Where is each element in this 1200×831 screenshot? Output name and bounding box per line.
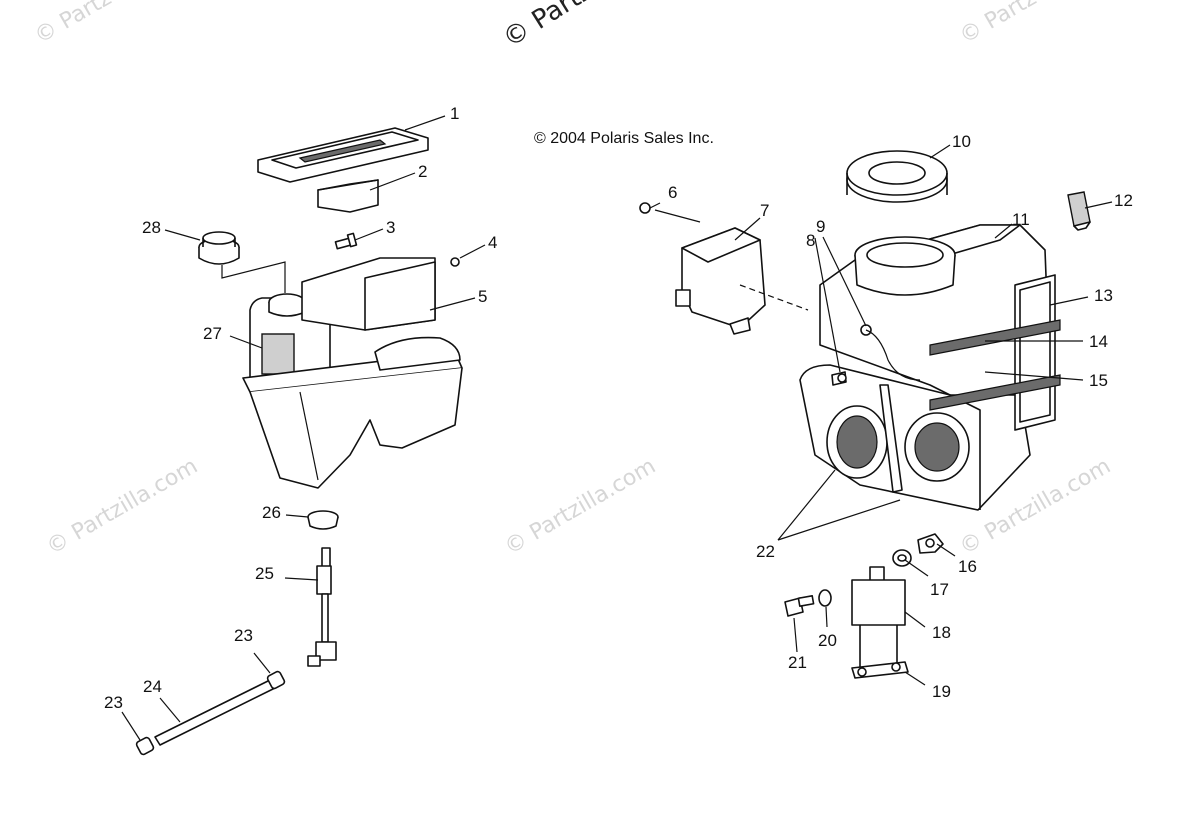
part-3-bolt — [334, 232, 358, 250]
part-12-clip — [1067, 191, 1091, 231]
watermark-mid-left: © Partzilla.com — [43, 454, 203, 561]
part-26-grommet — [307, 510, 339, 530]
part-25-petcock — [307, 547, 337, 667]
part-16-nut — [917, 533, 944, 554]
callout-19: 19 — [932, 682, 951, 701]
watermark-top-left: © Partz — [31, 0, 116, 49]
watermark-top-right: © Partz — [956, 0, 1041, 49]
part-4-nut — [450, 257, 460, 267]
callout-2: 2 — [418, 162, 427, 181]
part-23-clamp-a — [266, 670, 286, 690]
part-10-filter-ring — [846, 150, 948, 203]
callout-17: 17 — [930, 580, 949, 599]
callout-24: 24 — [143, 677, 162, 696]
callout-11: 11 — [1012, 210, 1030, 229]
part-17-washer — [892, 549, 912, 567]
part-15-strap — [929, 374, 1061, 411]
part-1-battery-cover — [257, 127, 429, 183]
callout-15: 15 — [1089, 371, 1108, 390]
callout-4: 4 — [488, 233, 497, 252]
copyright-text: © 2004 Polaris Sales Inc. — [534, 130, 714, 147]
callout-10: 10 — [952, 132, 971, 151]
part-18-bracket — [851, 566, 906, 668]
leader-lines — [121, 115, 1113, 741]
callout-14: 14 — [1089, 332, 1108, 351]
callout-8: 8 — [806, 231, 815, 250]
callout-12: 12 — [1114, 191, 1133, 210]
callout-27: 27 — [203, 324, 222, 343]
callout-18: 18 — [932, 623, 951, 642]
callout-5: 5 — [478, 287, 487, 306]
part-14-strap — [929, 319, 1061, 356]
callout-7: 7 — [760, 201, 769, 220]
callout-20: 20 — [818, 631, 837, 650]
callout-16: 16 — [958, 557, 977, 576]
part-13-filter-cover — [1014, 274, 1056, 431]
part-20-washer — [818, 589, 832, 607]
module-to-airbox-line — [739, 284, 809, 311]
cap-to-tank-line — [221, 261, 286, 293]
watermark-mid-center: © Partzilla.com — [501, 454, 661, 561]
callout-26: 26 — [262, 503, 281, 522]
callout-3: 3 — [386, 218, 395, 237]
callout-22: 22 — [756, 542, 775, 561]
callout-25: 25 — [255, 564, 274, 583]
watermark-top-center: © Partzilla — [498, 0, 630, 54]
part-6-screw — [639, 202, 651, 214]
part-2-battery — [317, 179, 379, 213]
part-28-filler-cap — [198, 231, 240, 265]
part-19-mount — [851, 661, 909, 679]
part-5-tank-body — [242, 257, 463, 489]
callout-1: 1 — [450, 104, 459, 123]
callout-21: 21 — [788, 653, 807, 672]
callout-28: 28 — [142, 218, 161, 237]
callout-numbers: 1 2 3 4 5 6 7 8 9 10 11 12 13 14 15 16 1… — [104, 104, 1133, 712]
part-23-clamp-b — [135, 736, 155, 756]
callout-23-lower: 23 — [104, 693, 123, 712]
callout-6: 6 — [668, 183, 677, 202]
part-24-hose — [154, 679, 276, 746]
callout-13: 13 — [1094, 286, 1113, 305]
callout-9: 9 — [816, 217, 825, 236]
part-7-cdi-module — [675, 227, 766, 335]
part-21-bolt — [784, 595, 815, 617]
callout-23-upper: 23 — [234, 626, 253, 645]
